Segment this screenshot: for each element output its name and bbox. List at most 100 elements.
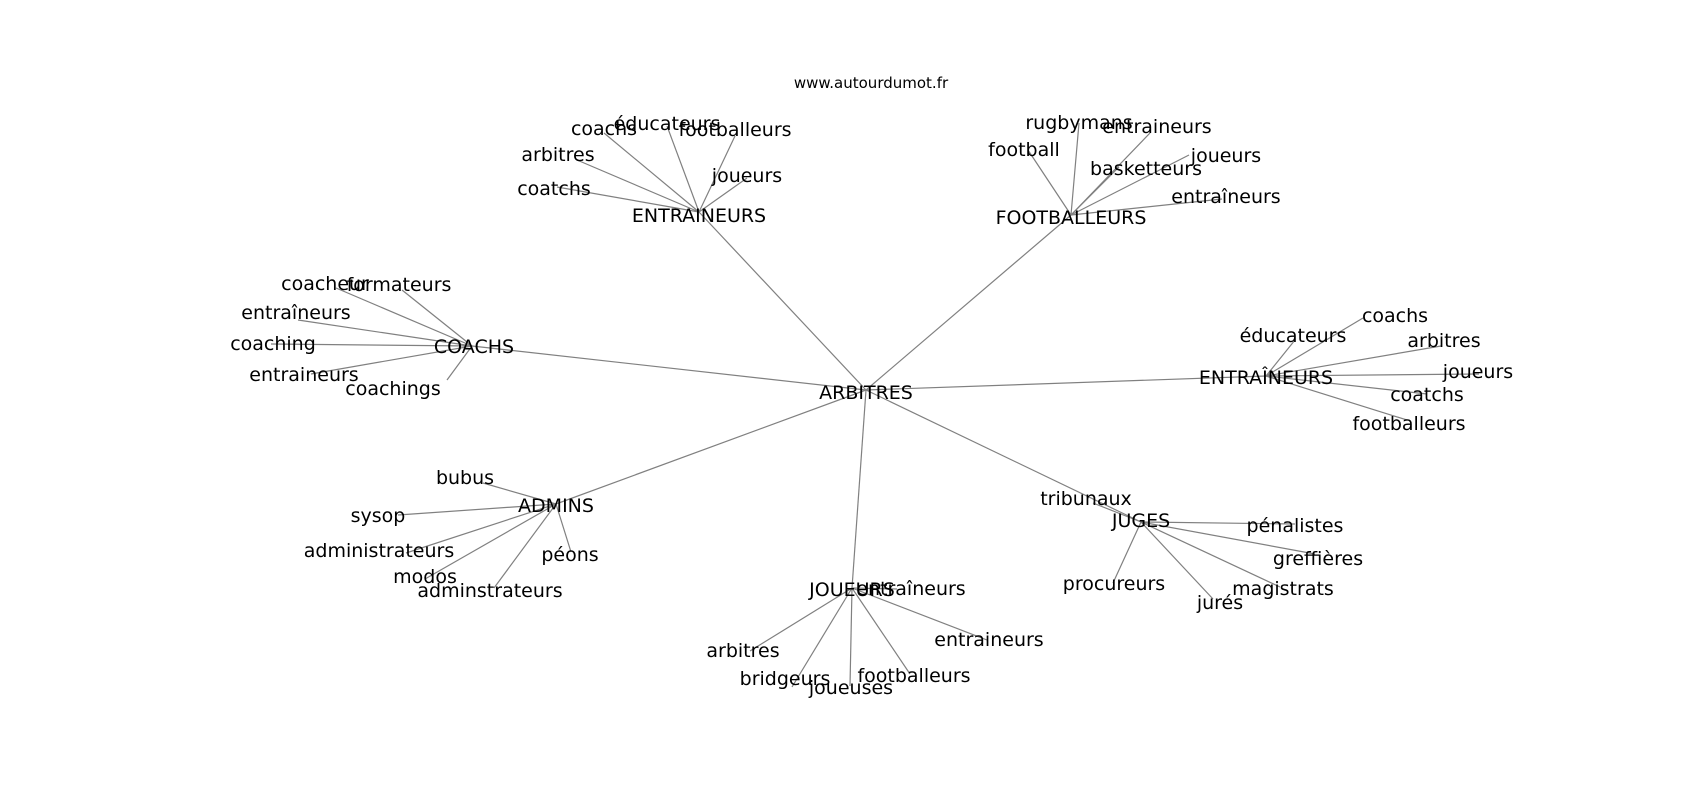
edge-joueurs-5 — [849, 587, 853, 687]
edge-admins-3 — [555, 503, 572, 553]
edge-footballeurs-5 — [1070, 198, 1223, 216]
center-node-label: ARBITRES — [819, 382, 913, 404]
labels: coachséducateursfootballeursarbitresjoue… — [230, 112, 1513, 699]
edge-coachs-0 — [335, 287, 473, 347]
leaf-node-label: jurés — [1196, 592, 1243, 614]
edge-center-footballeurs — [865, 214, 1072, 391]
edge-admins-4 — [424, 503, 557, 580]
edge-joueurs-3 — [851, 587, 911, 675]
edge-center-admins — [555, 389, 867, 505]
edge-juges-2 — [1140, 521, 1316, 555]
leaf-node-label: magistrats — [1232, 578, 1334, 600]
hub-node-label: JOUEURS — [808, 579, 895, 601]
hub-node-label: ENTRAINEURS — [632, 205, 766, 227]
edge-entraineurs-1-1 — [666, 125, 700, 213]
edge-center-coachs — [471, 345, 867, 391]
leaf-node-label: coachings — [345, 378, 440, 400]
edge-footballeurs-0 — [1070, 122, 1080, 216]
leaf-node-label: rugbymans — [1025, 112, 1132, 134]
leaf-node-label: entraineurs — [249, 364, 358, 386]
leaf-node-label: joueurs — [1442, 361, 1513, 383]
leaf-node-label: entraîneurs — [856, 578, 965, 600]
edge-joueurs-2 — [749, 587, 853, 652]
hub-node-label: ENTRAÎNEURS — [1199, 366, 1333, 389]
edge-coachs-3 — [270, 343, 473, 347]
leaf-node-label: péons — [541, 544, 598, 566]
leaf-node-label: bridgeurs — [740, 668, 831, 690]
leaf-node-label: arbitres — [521, 144, 594, 166]
edge-admins-1 — [397, 503, 557, 516]
leaf-node-label: footballeurs — [1352, 413, 1465, 435]
hub-node-label: COACHS — [434, 336, 514, 358]
leaf-node-label: entraineurs — [1102, 116, 1211, 138]
leaf-node-label: modos — [393, 566, 457, 588]
hub-node-label: JUGES — [1111, 510, 1170, 532]
leaf-node-label: coachs — [571, 118, 637, 140]
edge-juges-4 — [1140, 521, 1281, 588]
leaf-node-label: footballeurs — [678, 119, 791, 141]
edge-entraineurs-1-3 — [576, 159, 700, 213]
edge-entraineurs-2-1 — [1265, 339, 1296, 377]
edge-center-joueurs — [851, 389, 867, 589]
edge-entraineurs-2-2 — [1265, 345, 1442, 377]
edge-entraineurs-2-5 — [1265, 375, 1408, 421]
leaf-node-label: footballeurs — [857, 665, 970, 687]
leaf-node-label: tribunaux — [1040, 488, 1132, 510]
edge-center-juges — [865, 389, 1142, 523]
leaf-node-label: coachs — [1362, 305, 1428, 327]
leaf-node-label: entraineurs — [934, 629, 1043, 651]
leaf-node-label: coacheur — [281, 273, 369, 295]
edge-center-entraineurs-2 — [865, 375, 1267, 391]
leaf-node-label: administrateurs — [304, 540, 455, 562]
leaf-node-label: sysop — [351, 505, 406, 527]
hub-node-label: ADMINS — [518, 495, 594, 517]
leaf-node-label: arbitres — [1407, 330, 1480, 352]
edge-joueurs-1 — [851, 587, 988, 641]
hub-node-label: FOOTBALLEURS — [996, 207, 1147, 229]
leaf-node-label: coatchs — [517, 178, 591, 200]
edge-juges-5 — [1140, 521, 1214, 600]
edge-admins-5 — [493, 503, 557, 589]
edge-footballeurs-2 — [1027, 149, 1072, 216]
edge-coachs-5 — [446, 345, 473, 381]
leaf-node-label: coaching — [230, 333, 316, 355]
edge-entraineurs-2-3 — [1265, 373, 1480, 377]
leaf-node-label: bubus — [436, 467, 494, 489]
leaf-node-label: pénalistes — [1247, 515, 1344, 537]
edge-entraineurs-1-4 — [698, 177, 748, 213]
leaf-node-label: coatchs — [1390, 384, 1464, 406]
edge-joueurs-4 — [791, 587, 853, 688]
leaf-node-label: joueurs — [711, 165, 782, 187]
leaf-node-label: adminstrateurs — [417, 580, 562, 602]
leaf-node-label: entraîneurs — [241, 302, 350, 324]
leaf-node-label: entraîneurs — [1171, 186, 1280, 208]
edge-footballeurs-4 — [1070, 166, 1120, 216]
edge-entraineurs-1-0 — [603, 132, 700, 213]
edge-admins-0 — [482, 482, 557, 505]
edge-admins-2 — [405, 503, 557, 554]
edge-juges-0 — [1092, 502, 1142, 523]
leaf-node-label: joueurs — [1190, 145, 1261, 167]
leaf-node-label: éducateurs — [1240, 325, 1347, 347]
edge-coachs-4 — [310, 345, 473, 375]
edge-joueurs-0 — [851, 587, 898, 590]
leaf-node-label: football — [988, 139, 1060, 161]
leaf-node-label: basketteurs — [1090, 158, 1202, 180]
edge-entraineurs-2-0 — [1265, 317, 1364, 377]
edge-coachs-1 — [401, 289, 473, 347]
edge-center-entraineurs-1 — [698, 211, 867, 391]
leaf-node-label: joueuses — [808, 677, 893, 699]
leaf-node-label: éducateurs — [614, 113, 721, 135]
edges — [270, 122, 1480, 688]
leaf-node-label: greffières — [1273, 548, 1363, 570]
edge-coachs-2 — [297, 319, 473, 347]
edge-entraineurs-1-2 — [698, 135, 736, 213]
leaf-node-label: formateurs — [347, 274, 452, 296]
leaf-node-label: arbitres — [706, 640, 779, 662]
edge-entraineurs-2-4 — [1265, 375, 1428, 395]
edge-footballeurs-3 — [1070, 154, 1190, 216]
leaf-node-label: procureurs — [1063, 573, 1165, 595]
edge-entraineurs-1-5 — [556, 186, 700, 213]
site-url: www.autourdumot.fr — [794, 74, 949, 92]
